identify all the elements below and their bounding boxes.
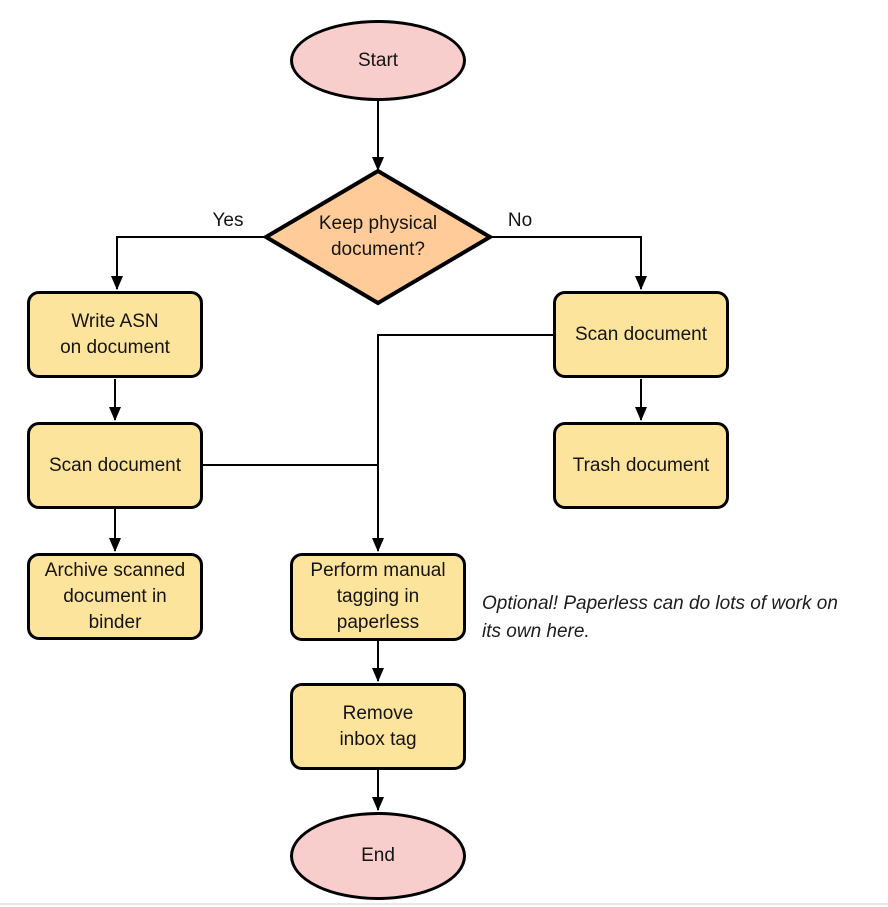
edge-decision-no-to-scan-right <box>489 236 647 290</box>
trash-document-node: Trash document <box>553 422 729 509</box>
edge-label-no: No <box>507 210 533 231</box>
remove-inbox-tag-node: Remove inbox tag <box>290 683 466 770</box>
optional-annotation: Optional! Paperless can do lots of work … <box>482 593 838 642</box>
archive-node: Archive scanned document in binder <box>27 553 203 640</box>
manual-tagging-node: Perform manual tagging in paperless <box>290 553 466 641</box>
scan-document-right-node: Scan document <box>553 291 729 378</box>
edge-decision-yes-to-write-asn <box>111 236 267 290</box>
page-bottom-border <box>0 903 888 905</box>
start-node: Start <box>290 20 466 101</box>
edge-scan-right-to-tagging <box>372 334 553 552</box>
decision-node-label: Keep physical document? <box>318 213 438 260</box>
write-asn-node: Write ASN on document <box>27 291 203 378</box>
scan-document-left-node: Scan document <box>27 422 203 509</box>
decision-diamond-shape <box>262 168 494 306</box>
edge-label-yes: Yes <box>212 210 244 231</box>
end-node: End <box>290 812 466 900</box>
